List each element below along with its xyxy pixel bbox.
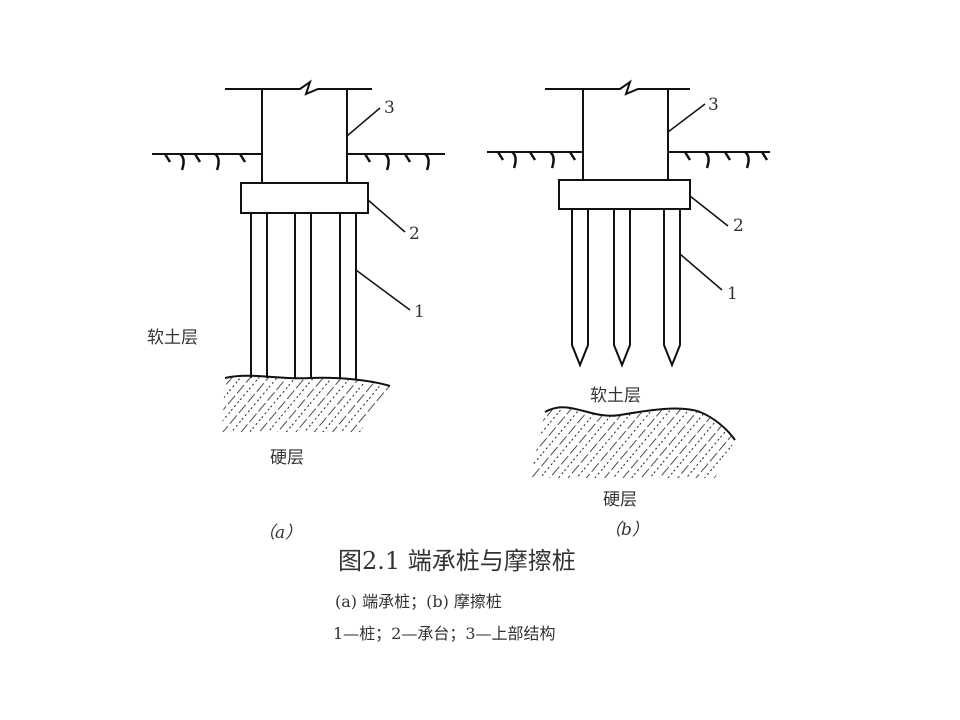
leader-lines: [667, 103, 729, 291]
pile-cap: [240, 182, 369, 214]
upper-structure-top: [545, 79, 690, 96]
upper-structure-column: [261, 89, 348, 183]
sub-label-b: （b）: [604, 520, 649, 540]
callout-1-a: 1: [414, 302, 425, 322]
leader-lines: [346, 107, 411, 311]
hard-layer-hatch: [222, 375, 390, 432]
upper-structure-column: [582, 89, 669, 180]
hard-layer-label-b: 硬层: [603, 490, 637, 510]
piles: [250, 213, 357, 379]
figure-legend: 1—桩；2—承台；3—上部结构: [333, 624, 556, 643]
piles: [571, 209, 681, 368]
callout-2-b: 2: [733, 216, 744, 236]
soft-soil-label-b: 软土层: [590, 386, 641, 406]
ground-line: [487, 150, 770, 169]
hard-layer-hatch: [530, 407, 735, 478]
ground-line: [152, 152, 445, 171]
figure-title: 图2.1 端承桩与摩擦桩: [338, 547, 576, 575]
soft-soil-label-a: 软土层: [147, 328, 198, 348]
sub-label-a: （a）: [258, 523, 303, 543]
friction-pile-diagram: [487, 79, 770, 478]
pile-cap: [558, 179, 691, 210]
figure-subtitle: (a) 端承桩；(b) 摩擦桩: [335, 592, 502, 611]
callout-3-b: 3: [708, 95, 719, 115]
end-bearing-pile-diagram: [152, 79, 445, 432]
upper-structure-top: [225, 79, 372, 96]
hard-layer-label-a: 硬层: [270, 448, 304, 468]
callout-1-b: 1: [727, 284, 738, 304]
callout-2-a: 2: [409, 224, 420, 244]
callout-3-a: 3: [384, 98, 395, 118]
